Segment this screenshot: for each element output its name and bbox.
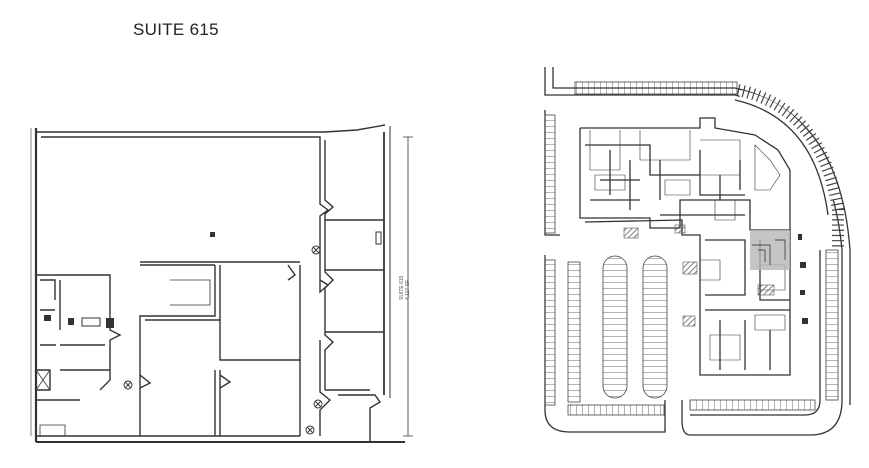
page-title: SUITE 615 bbox=[133, 20, 219, 39]
dimension-label-area: 4,117 SF bbox=[405, 280, 411, 300]
dimension-label-suite: SUITE 615 bbox=[399, 275, 405, 300]
